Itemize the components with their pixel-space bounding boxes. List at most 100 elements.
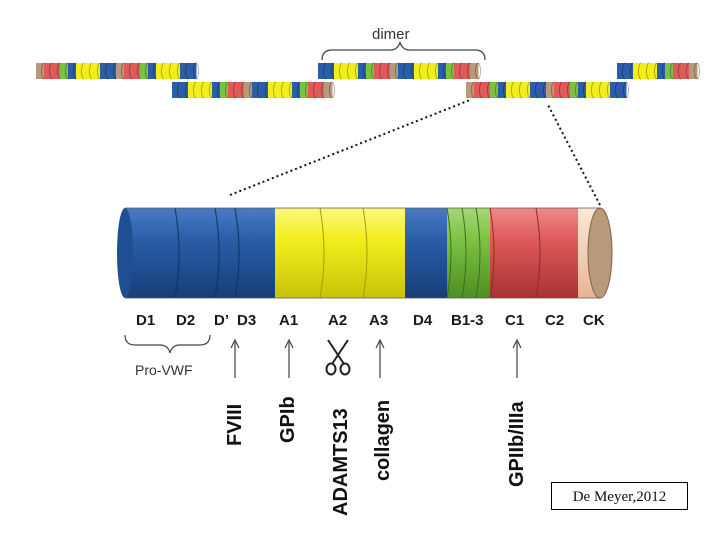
strand-segment <box>268 82 277 98</box>
strand-divider <box>329 81 335 99</box>
zoom-line-left <box>229 99 471 196</box>
strand-segment <box>673 63 682 79</box>
strand-segment <box>382 63 391 79</box>
citation-box: De Meyer,2012 <box>551 482 688 510</box>
domain-label-d1: D1 <box>136 312 156 329</box>
scissors-icon <box>325 339 351 376</box>
strand-segment <box>220 82 229 98</box>
collagen-label: collagen <box>372 399 394 481</box>
strand-segment <box>84 63 93 79</box>
strand-segment <box>474 82 483 98</box>
domain-label-d2: D2 <box>176 312 196 329</box>
strand-segment <box>350 63 359 79</box>
vwf-monomer-cylinder <box>117 207 613 299</box>
cylinder-left-cap <box>117 208 133 298</box>
domain-label-b1-3: B1-3 <box>451 312 484 329</box>
domain-label-c1: C1 <box>505 312 525 329</box>
strand-segment <box>180 82 189 98</box>
segment-d3 <box>235 208 275 298</box>
strand-segment <box>316 82 325 98</box>
strand-segment <box>657 63 666 79</box>
strand-segment <box>228 82 237 98</box>
strand-segment <box>374 63 383 79</box>
strand-segment <box>252 82 261 98</box>
strand-segment <box>462 63 471 79</box>
strand-top-right <box>617 62 700 80</box>
domain-label-a2: A2 <box>328 312 348 329</box>
domain-label-d4: D4 <box>413 312 433 329</box>
strand-segment <box>204 82 213 98</box>
strand-segment <box>188 63 197 79</box>
strand-divider <box>475 62 481 80</box>
domain-label-a3: A3 <box>369 312 389 329</box>
strand-segment <box>132 63 141 79</box>
dimer-label: dimer <box>372 26 410 43</box>
strand-segment <box>108 63 117 79</box>
strand-segment <box>618 82 627 98</box>
strand-segment <box>52 63 61 79</box>
strand-segment <box>92 63 101 79</box>
strand-segment <box>308 82 317 98</box>
strand-segment <box>172 63 181 79</box>
strand-segment <box>390 63 399 79</box>
strand-segment <box>406 63 415 79</box>
segment-b1-3 <box>447 208 490 298</box>
strand-segment <box>116 63 125 79</box>
arrow-up-icon <box>230 338 240 378</box>
domain-label-d3: D3 <box>237 312 257 329</box>
strand-segment <box>454 63 463 79</box>
segment-d1 <box>125 208 175 298</box>
strand-segment <box>498 82 507 98</box>
strand-segment <box>594 82 603 98</box>
strand-segment <box>689 63 698 79</box>
domain-label-ck: CK <box>583 312 605 329</box>
strand-segment <box>617 63 626 79</box>
strand-segment <box>414 63 423 79</box>
strand-segment <box>324 82 333 98</box>
arrow-up-icon <box>512 338 522 378</box>
strand-segment <box>506 82 515 98</box>
strand-segment <box>236 82 245 98</box>
strand-segment <box>554 82 563 98</box>
cylinder-end-cap <box>587 207 613 299</box>
strand-segment <box>366 63 375 79</box>
strand-segment <box>172 82 181 98</box>
strand-segment <box>562 82 571 98</box>
domain-label-c2: C2 <box>545 312 565 329</box>
arrow-up-icon <box>284 338 294 378</box>
strand-segment <box>438 63 447 79</box>
strand-divider <box>193 62 199 80</box>
strand-segment <box>422 63 431 79</box>
pro-vwf-label: Pro-VWF <box>135 362 193 378</box>
strand-segment <box>641 63 650 79</box>
strand-segment <box>276 82 285 98</box>
strand-mid-right <box>466 81 629 99</box>
strand-segment <box>326 63 335 79</box>
segment-a2 <box>320 208 363 298</box>
strand-segment <box>164 63 173 79</box>
strand-segment <box>100 63 109 79</box>
strand-segment <box>76 63 85 79</box>
segment-c1 <box>490 208 536 298</box>
strand-segment <box>681 63 690 79</box>
strand-top-left <box>36 62 199 80</box>
strand-segment <box>466 82 475 98</box>
strand-segment <box>334 63 343 79</box>
strand-segment <box>188 82 197 98</box>
strand-segment <box>633 63 642 79</box>
strand-segment <box>124 63 133 79</box>
strand-segment <box>649 63 658 79</box>
zoom-line-right <box>547 104 601 206</box>
strand-mid-left <box>172 81 335 99</box>
arrow-up-icon <box>375 338 385 378</box>
strand-segment <box>470 63 479 79</box>
domain-label-a1: A1 <box>279 312 299 329</box>
strand-segment <box>546 82 555 98</box>
strand-divider <box>623 81 629 99</box>
segment-d2 <box>175 208 215 298</box>
strand-segment <box>292 82 301 98</box>
strand-segment <box>300 82 309 98</box>
strand-segment <box>522 82 531 98</box>
strand-segment <box>212 82 221 98</box>
